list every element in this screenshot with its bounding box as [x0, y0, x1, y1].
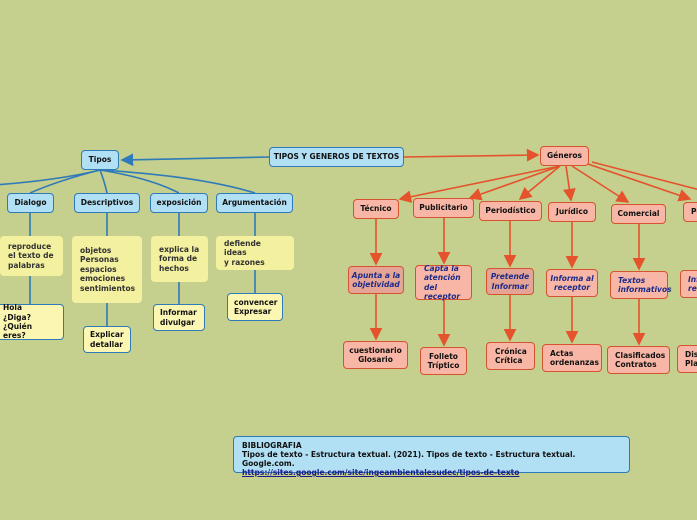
- bibliography-box[interactable]: BIBLIOGRAFIA Tipos de texto - Estructura…: [233, 436, 630, 477]
- tipos-dialogo-node[interactable]: Dialogo: [7, 193, 54, 213]
- bibliography-heading: BIBLIOGRAFIA: [242, 441, 302, 450]
- generos-tecnico-purpose[interactable]: Apunta a la objetividad: [348, 266, 404, 294]
- tipos-descriptivos-example[interactable]: Explicar detallar: [83, 326, 131, 353]
- link-tipos-descriptivos: [99, 169, 108, 194]
- generos-juridico-purpose[interactable]: Informa al receptor: [546, 269, 598, 297]
- tipos-exposicion-example[interactable]: Informar divulgar: [153, 304, 205, 331]
- generos-periodistico-example[interactable]: Crónica Crítica: [486, 342, 535, 370]
- generos-po-example[interactable]: Dis Pla: [677, 345, 697, 373]
- generos-publicitario-node[interactable]: Publicitario: [413, 198, 474, 218]
- link-generos-po: [587, 163, 692, 202]
- tipos-exposicion-node[interactable]: exposición: [150, 193, 208, 213]
- link-generos-juridico: [563, 165, 576, 202]
- bibliography-link[interactable]: https://sites.google.com/site/ingeambien…: [242, 468, 520, 477]
- generos-po-node[interactable]: Po: [683, 202, 697, 222]
- tipos-argumentacion-node[interactable]: Argumentación: [216, 193, 293, 213]
- generos-comercial-example[interactable]: Clasificados Contratos: [607, 346, 670, 374]
- generos-publicitario-purpose[interactable]: Capta la atención del receptor: [415, 264, 472, 301]
- tipos-argumentacion-description: defiende ideas y razones: [216, 236, 294, 270]
- link-title-generos: [403, 148, 540, 162]
- tipos-descriptivos-node[interactable]: Descriptivos: [74, 193, 140, 213]
- generos-node[interactable]: Géneros: [540, 146, 589, 166]
- generos-periodistico-node[interactable]: Periodístico: [479, 201, 542, 221]
- tipos-node[interactable]: Tipos: [81, 150, 119, 170]
- generos-comercial-purpose[interactable]: Textos informativos: [610, 271, 672, 299]
- generos-periodistico-purpose[interactable]: Pretende Informar: [486, 268, 534, 295]
- link-tipos-exposicion: [99, 169, 180, 194]
- main-title-node[interactable]: TIPOS Y GENEROS DE TEXTOS: [269, 147, 404, 167]
- generos-juridico-example[interactable]: Actas ordenanzas: [542, 344, 602, 372]
- link-generos-comercial: [571, 165, 630, 203]
- generos-comercial-node[interactable]: Comercial: [611, 204, 666, 224]
- link-generos-publicitario: [468, 165, 561, 201]
- link-tipos-dialogo: [29, 169, 101, 194]
- bibliography-text: Tipos de texto - Estructura textual. (20…: [242, 450, 576, 468]
- generos-tecnico-node[interactable]: Técnico: [353, 199, 399, 219]
- generos-publicitario-example[interactable]: Folleto Tríptico: [420, 347, 467, 375]
- generos-po-purpose[interactable]: Inf rec: [680, 270, 697, 298]
- tipos-dialogo-description: reproduce el texto de palabras: [0, 236, 63, 276]
- link-title-tipos: [120, 153, 271, 167]
- tipos-dialogo-example[interactable]: Hola ¿Diga? ¿Quién eres?: [0, 303, 64, 340]
- link-generos-tecnico: [398, 165, 561, 204]
- tipos-argumentacion-example[interactable]: convencer Expresar: [227, 293, 283, 321]
- link-generos-offscreen: [591, 161, 697, 191]
- tipos-descriptivos-description: objetos Personas espacios emociones sent…: [72, 236, 142, 303]
- link-generos-periodistico: [518, 165, 561, 201]
- link-tipos-argumentacion: [99, 169, 256, 194]
- generos-tecnico-example[interactable]: cuestionario Glosario: [343, 341, 408, 369]
- generos-juridico-node[interactable]: Jurídico: [548, 202, 596, 222]
- tipos-exposicion-description: explica la forma de hechos: [151, 236, 208, 282]
- link-tipos-offscreen: [0, 169, 101, 186]
